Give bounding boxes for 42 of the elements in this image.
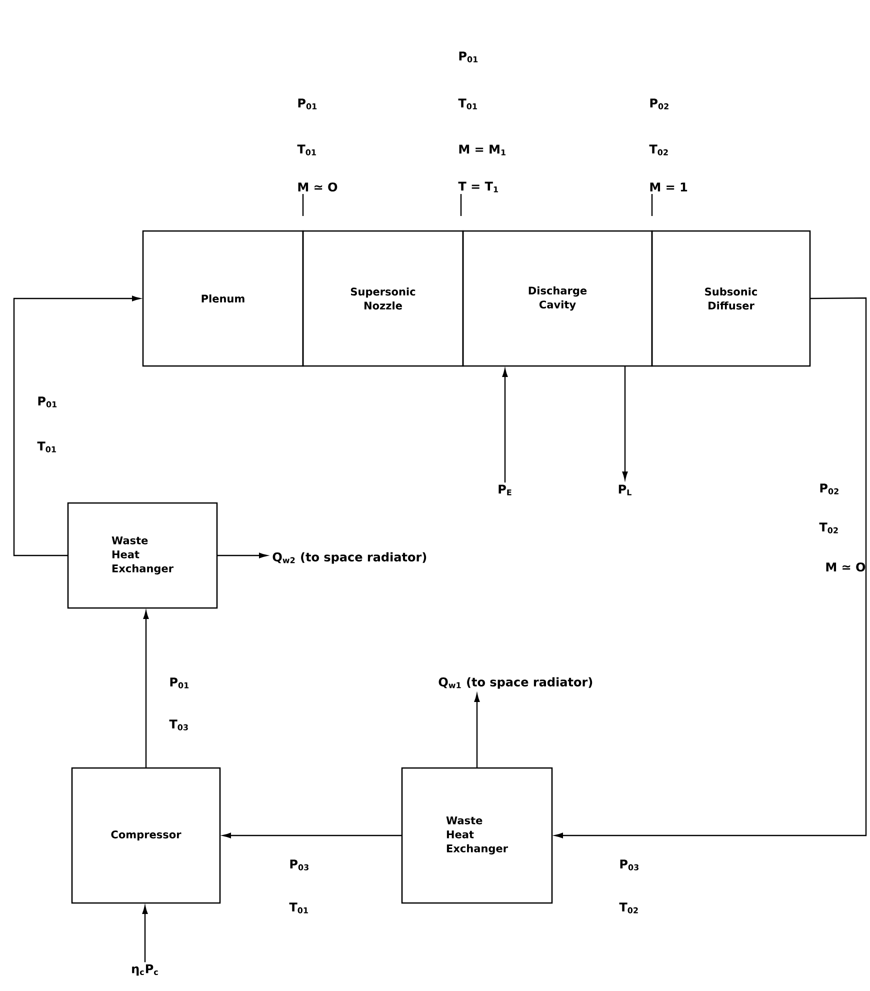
state-label: P$_{03}$: [620, 860, 638, 870]
state-label: P$_{01}$: [459, 52, 478, 62]
flow-label: η$_{c}$P$_{c}$: [132, 964, 158, 976]
flow-arrow: [217, 552, 268, 558]
flow-arrow: [502, 368, 508, 483]
process-box: Waste Heat Exchanger: [401, 767, 553, 904]
flow-arrow: [554, 297, 867, 838]
flow-label: Q$_{w1}$ (to space radiator): [438, 677, 592, 689]
state-label: M ≃ O: [826, 562, 866, 572]
flow-label: Q$_{w2}$ (to space radiator): [272, 552, 426, 564]
process-box: Waste Heat Exchanger: [67, 502, 218, 609]
state-label: P$_{03}$: [290, 860, 308, 870]
state-label: P$_{02}$: [820, 484, 838, 494]
state-label: P$_{01}$: [38, 396, 57, 408]
flow-arrow: [622, 366, 628, 480]
state-label: T$_{01}$: [37, 442, 56, 452]
state-label: P$_{02}$: [650, 98, 668, 110]
flow-arrow: [143, 610, 149, 768]
process-box: Plenum: [142, 230, 304, 367]
flow-arrow: [13, 296, 140, 556]
process-box: Subsonic Diffuser: [651, 230, 811, 367]
state-label: T$_{02}$: [649, 144, 668, 156]
process-box: Supersonic Nozzle: [302, 230, 464, 367]
flow-label: P$_{E}$: [498, 484, 512, 496]
state-label: T$_{02}$: [819, 522, 838, 534]
state-label: T$_{01}$: [297, 144, 316, 156]
state-label: M ≃ O: [298, 182, 338, 192]
state-label: T$_{01}$: [289, 902, 308, 914]
state-label: T = T$_{1}$: [458, 182, 498, 192]
state-label: T$_{03}$: [169, 720, 188, 730]
state-label: P$_{01}$: [298, 98, 317, 110]
state-label: M = 1: [650, 182, 688, 192]
flow-arrow: [142, 906, 148, 962]
state-label: T$_{01}$: [458, 98, 477, 110]
state-label: T$_{02}$: [619, 902, 638, 914]
flow-arrow: [222, 832, 402, 838]
state-label: M = M$_{1}$: [459, 144, 506, 156]
flow-arrow: [474, 694, 480, 768]
flow-label: P$_{L}$: [618, 484, 632, 496]
state-label: P$_{01}$: [170, 678, 189, 688]
process-box: Compressor: [71, 767, 221, 904]
process-box: Discharge Cavity: [462, 230, 653, 367]
